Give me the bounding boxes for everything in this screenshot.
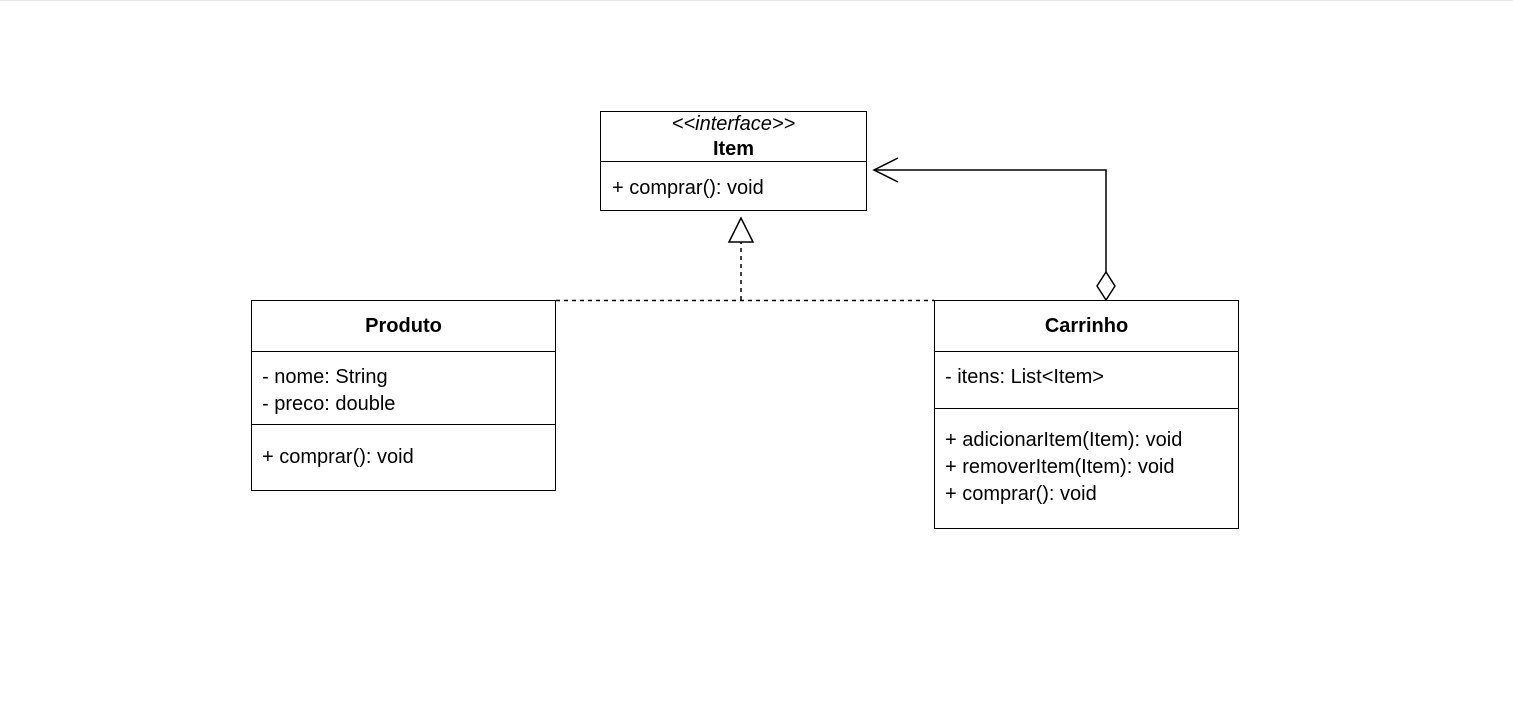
attribute: - preco: double: [262, 393, 396, 415]
class-name: Produto: [365, 315, 442, 337]
operation: + comprar(): void: [945, 483, 1097, 505]
attribute: - nome: String: [262, 366, 388, 388]
attribute: - itens: List<Item>: [945, 366, 1104, 388]
class-header-carrinho: Carrinho: [935, 301, 1238, 351]
operations-section: + comprar(): void: [252, 424, 555, 490]
attributes-section: - itens: List<Item>: [935, 351, 1238, 408]
class-header-item: <<interface>> Item: [601, 112, 866, 161]
top-border: [0, 0, 1513, 1]
aggregation-arrow-head: [872, 157, 899, 183]
realization-connector: [556, 216, 934, 302]
operation: + comprar(): void: [262, 446, 414, 468]
class-header-produto: Produto: [252, 301, 555, 351]
class-box-item[interactable]: <<interface>> Item + comprar(): void: [600, 111, 867, 211]
operation: + adicionarItem(Item): void: [945, 429, 1183, 451]
class-box-carrinho[interactable]: Carrinho - itens: List<Item> + adicionar…: [934, 300, 1239, 529]
operations-section: + adicionarItem(Item): void + removerIte…: [935, 408, 1238, 528]
realization-triangle-head: [727, 216, 755, 243]
aggregation-connector: [872, 157, 1116, 302]
class-name: Carrinho: [1044, 315, 1129, 337]
aggregation-diamond: [1096, 270, 1116, 302]
operations-section: + comprar(): void: [601, 161, 866, 210]
aggregation-line: [874, 169, 1107, 272]
class-name: Item: [712, 137, 755, 160]
class-stereotype: <<interface>>: [671, 112, 796, 135]
operation: + comprar(): void: [612, 177, 764, 199]
attributes-section: - nome: String - preco: double: [252, 351, 555, 424]
class-box-produto[interactable]: Produto - nome: String - preco: double +…: [251, 300, 556, 491]
operation: + removerItem(Item): void: [945, 456, 1175, 478]
